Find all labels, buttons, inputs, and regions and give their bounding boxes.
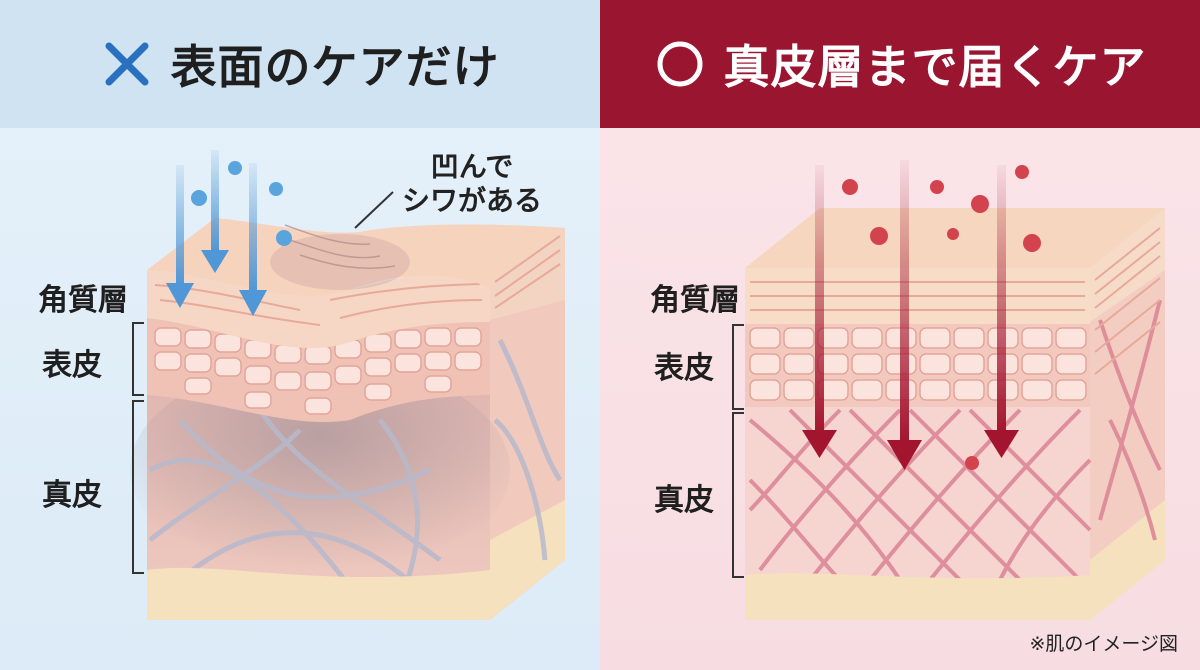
right-skin-diagram <box>745 160 1165 620</box>
right-header: 真皮層まで届くケア <box>600 0 1200 128</box>
right-label-dermis: 真皮 <box>654 483 714 518</box>
left-skin-diagram <box>130 150 565 620</box>
red-arrows <box>802 160 1041 470</box>
footnote: ※肌のイメージ図 <box>1029 633 1178 655</box>
right-bracket-dermis <box>732 412 744 578</box>
left-header-title: 表面のケアだけ <box>170 40 500 94</box>
left-label-dermis: 真皮 <box>42 478 102 513</box>
left-label-epidermis: 表皮 <box>42 348 102 383</box>
right-panel: 真皮層まで届くケア <box>600 0 1200 670</box>
left-header: 表面のケアだけ <box>0 0 600 128</box>
left-label-stratum-corneum: 角質層 <box>38 283 128 318</box>
circle-icon <box>654 38 706 90</box>
wrinkle-callout: 凹んで シワがある <box>402 150 543 217</box>
right-bracket-epidermis <box>732 324 744 410</box>
callout-line <box>354 191 394 229</box>
right-fat-layer <box>745 573 1090 620</box>
left-bracket-epidermis <box>132 322 144 396</box>
left-fat-layer <box>147 567 490 620</box>
cross-icon <box>101 38 153 90</box>
right-header-title: 真皮層まで届くケア <box>723 40 1147 94</box>
blue-arrows <box>166 150 292 316</box>
left-bracket-dermis <box>132 400 144 574</box>
right-label-epidermis: 表皮 <box>654 351 714 386</box>
left-panel: 表面のケアだけ <box>0 0 600 670</box>
right-label-stratum-corneum: 角質層 <box>650 283 740 318</box>
